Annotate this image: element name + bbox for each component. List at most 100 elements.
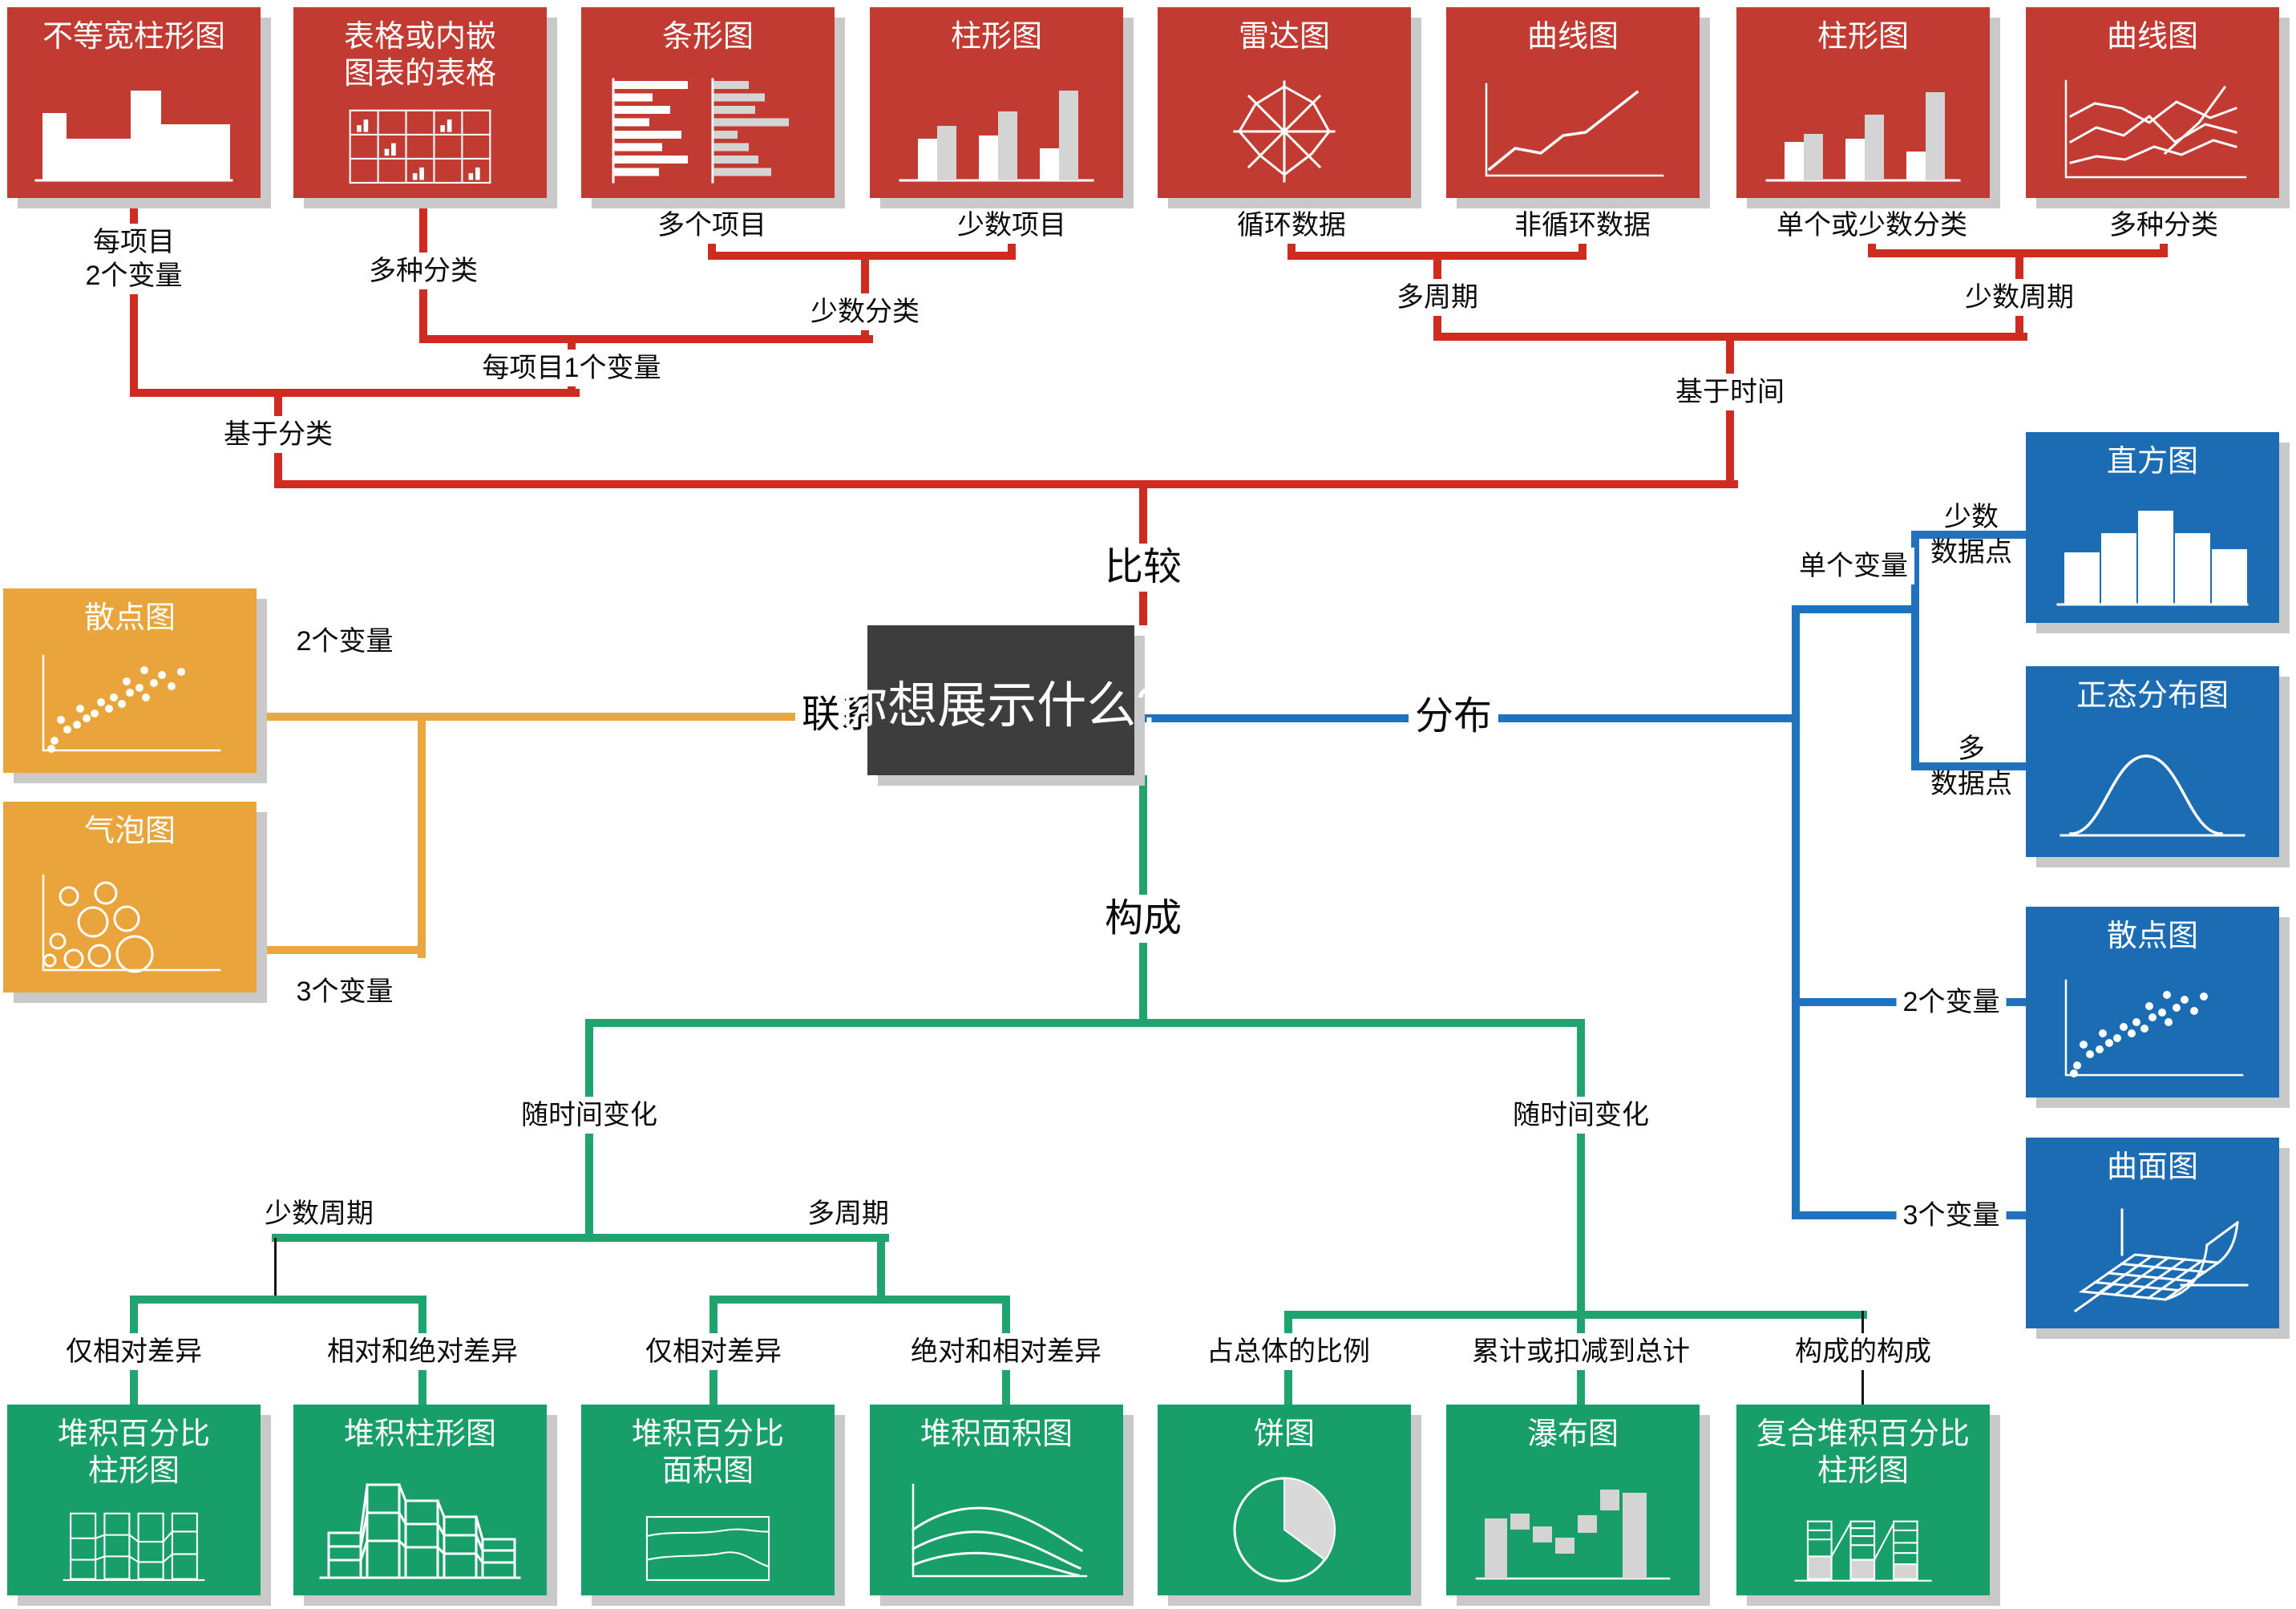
- stacked-column-chart-icon: [319, 1483, 521, 1579]
- pie-chart-icon: [1233, 1477, 1336, 1583]
- label-three-vars-yellow: 3个变量: [289, 973, 400, 1010]
- bar-chart-icon: [612, 78, 789, 184]
- box-scatter-chart-blue: 散点图: [2026, 907, 2279, 1098]
- box-line-chart: 曲线图: [1446, 7, 1700, 198]
- box-title: 散点图: [2106, 920, 2198, 953]
- connector-yellow: [264, 946, 426, 954]
- label-only-relative-diff-2: 仅相对差异: [639, 1333, 788, 1370]
- connector-red: [708, 252, 1016, 260]
- box-title: 饼图: [1253, 1417, 1315, 1451]
- box-bubble-chart: 气泡图: [3, 802, 257, 992]
- scatter-chart-icon: [42, 654, 221, 753]
- scatter-chart-icon: [2064, 979, 2244, 1077]
- connector-green: [709, 1296, 1010, 1304]
- center-question-box: 你想展示什么?: [838, 625, 1164, 775]
- box-bar-chart: 条形图: [581, 7, 835, 198]
- box-title: 堆积百分比柱形图: [57, 1417, 210, 1488]
- connector-blue: [1911, 531, 1919, 770]
- label-absolute-and-relative-diff: 绝对和相对差异: [904, 1333, 1108, 1370]
- connector-red: [130, 389, 580, 397]
- label-non-cyclical-data: 非循环数据: [1508, 207, 1657, 244]
- box-title: 条形图: [661, 20, 754, 54]
- connector-green: [272, 1234, 889, 1242]
- label-changes-over-time-left: 随时间变化: [515, 1097, 664, 1134]
- label-many-categories-left: 多种分类: [362, 253, 484, 289]
- connector-red: [419, 335, 873, 343]
- box-title: 柱形图: [950, 20, 1042, 54]
- box-title: 散点图: [83, 601, 176, 635]
- box-title: 瀑布图: [1526, 1417, 1619, 1451]
- connector-green: [130, 1296, 426, 1304]
- box-column-chart: 柱形图: [870, 7, 1123, 198]
- label-single-var: 单个变量: [1793, 548, 1914, 584]
- connector-blue: [1792, 605, 1919, 613]
- connector-green: [877, 1234, 885, 1304]
- label-cyclical-data: 循环数据: [1231, 207, 1352, 244]
- box-waterfall-chart: 瀑布图: [1446, 1405, 1700, 1595]
- box-variable-width-column-chart: 不等宽柱形图: [7, 7, 261, 198]
- connector-red: [1868, 249, 2168, 257]
- connector-red: [274, 480, 1738, 488]
- branch-label-comparison: 比较: [1097, 544, 1189, 592]
- box-title: 堆积面积图: [920, 1417, 1073, 1451]
- label-relative-and-absolute-diff: 相对和绝对差异: [321, 1333, 524, 1370]
- stacked-100-column-chart-icon: [63, 1512, 205, 1582]
- label-components-of-components: 构成的构成: [1789, 1333, 1938, 1370]
- label-many-categories-right: 多种分类: [2103, 207, 2225, 244]
- stacked-area-chart-icon: [911, 1483, 1088, 1578]
- connector-red: [1726, 333, 1734, 488]
- label-category-based: 基于分类: [217, 416, 339, 453]
- multi-line-chart-icon: [2064, 79, 2247, 179]
- variable-width-column-chart-icon: [34, 91, 233, 182]
- label-many-items: 多个项目: [651, 207, 773, 244]
- box-multi-line-chart: 曲线图: [2026, 7, 2279, 198]
- center-question: 你想展示什么?: [838, 677, 1164, 734]
- connector-green: [1577, 1019, 1585, 1405]
- box-normal-distribution: 正态分布图: [2026, 666, 2279, 857]
- radar-chart-icon: [1233, 80, 1336, 183]
- box-title: 堆积百分比面积图: [631, 1417, 784, 1488]
- label-many-periods-green: 多周期: [801, 1195, 895, 1232]
- box-title: 正态分布图: [2076, 679, 2229, 713]
- box-stacked-area-chart: 堆积面积图: [870, 1405, 1123, 1595]
- connector-green: [1284, 1311, 1867, 1319]
- connector-yellow: [418, 713, 426, 958]
- label-changes-over-time-right: 随时间变化: [1506, 1097, 1655, 1134]
- box-title: 曲线图: [1526, 20, 1619, 54]
- box-title: 堆积柱形图: [343, 1417, 496, 1451]
- line-chart-icon: [1485, 83, 1664, 177]
- column-chart-icon: [899, 91, 1094, 182]
- box-title: 曲线图: [2106, 20, 2198, 54]
- label-few-data-points: 少数数据点: [1930, 502, 2012, 568]
- box-title: 直方图: [2106, 445, 2198, 479]
- box-title: 气泡图: [83, 815, 176, 848]
- connector-black: [274, 1238, 277, 1304]
- connector-yellow: [264, 713, 426, 721]
- compound-stacked-100-column-chart-icon: [1794, 1520, 1932, 1582]
- box-radar-chart: 雷达图: [1158, 7, 1411, 198]
- connector-red: [130, 198, 138, 393]
- connector-blue: [1792, 605, 1800, 1219]
- label-two-vars-yellow: 2个变量: [289, 623, 400, 660]
- label-time-based: 基于时间: [1669, 374, 1791, 410]
- label-two-vars-blue: 2个变量: [1896, 984, 2007, 1021]
- box-title: 复合堆积百分比柱形图: [1756, 1417, 1970, 1488]
- box-title: 雷达图: [1238, 20, 1330, 54]
- histogram-icon: [2056, 511, 2249, 606]
- box-compound-stacked-100-column-chart: 复合堆积百分比柱形图: [1736, 1405, 1990, 1595]
- box-surface-chart: 曲面图: [2026, 1138, 2279, 1328]
- connector-blue: [1911, 762, 2026, 770]
- branch-label-composition: 构成: [1097, 895, 1189, 943]
- label-many-data-points: 多数据点: [1930, 734, 2012, 799]
- label-few-periods-green: 少数周期: [258, 1195, 380, 1232]
- box-pie-chart: 饼图: [1158, 1405, 1411, 1595]
- column-chart-icon: [1765, 92, 1961, 182]
- box-stacked-column-chart: 堆积柱形图: [293, 1405, 547, 1595]
- box-column-chart-2: 柱形图: [1736, 7, 1990, 198]
- stacked-100-area-chart-icon: [645, 1516, 770, 1582]
- connector-yellow: [418, 713, 867, 721]
- bubble-chart-icon: [42, 874, 221, 973]
- surface-chart-icon: [2073, 1208, 2249, 1313]
